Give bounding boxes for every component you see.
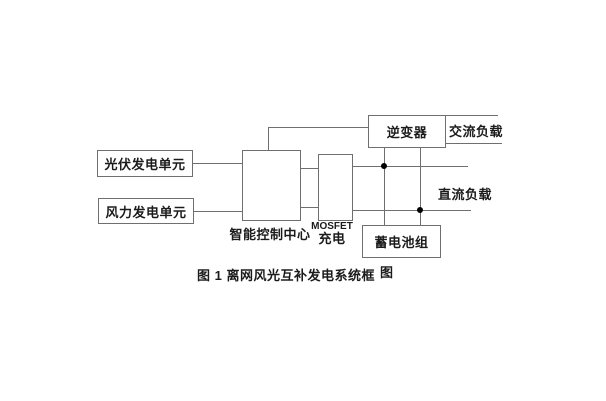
control-center-label: 智能控制中心 [229, 227, 311, 242]
pv-unit-box: 光伏发电单元 [97, 150, 193, 177]
mosfet-label-line2: 充电 [318, 231, 346, 246]
wind-unit-box: 风力发电单元 [98, 198, 194, 224]
wire-dc-bus-bottom [353, 210, 471, 211]
junction-dot-dc-top [381, 163, 387, 169]
wire-controller-to-inverter [268, 127, 368, 128]
ac-load-label: 交流负载 [449, 124, 504, 139]
wire-ac-load-top [446, 115, 498, 116]
wire-controller-to-mosfet-bottom [301, 207, 318, 208]
wire-controller-to-mosfet-top [301, 168, 318, 169]
pv-unit-label: 光伏发电单元 [104, 157, 186, 172]
wire-ac-load-bottom [446, 143, 502, 144]
control-center-box [242, 150, 301, 221]
junction-dot-dc-bottom [417, 207, 423, 213]
mosfet-charge-box [318, 154, 353, 221]
mosfet-label-line1: MOSFET [311, 221, 353, 232]
inverter-label: 逆变器 [386, 125, 428, 140]
wire-dc-bus-top [353, 166, 468, 167]
mosfet-charge-label: MOSFET 充电 [309, 221, 355, 246]
wind-unit-label: 风力发电单元 [105, 204, 187, 220]
battery-pack-box: 蓄电池组 [362, 225, 441, 258]
wire-pv-to-controller [193, 163, 242, 164]
wire-inverter-to-battery-right [420, 148, 421, 225]
dc-load-label: 直流负载 [438, 187, 493, 202]
figure-caption-tail: 图 [379, 265, 394, 280]
wire-wind-to-controller [194, 211, 242, 212]
figure-caption-text: 图 1 离网风光互补发电系统框 [197, 268, 375, 283]
inverter-box: 逆变器 [368, 115, 446, 148]
figure-caption: 图 1 离网风光互补发电系统框图 [197, 265, 393, 284]
battery-pack-label: 蓄电池组 [374, 235, 429, 250]
wire-inverter-to-battery-left [384, 148, 385, 225]
wire-controller-top-vertical [268, 127, 269, 150]
